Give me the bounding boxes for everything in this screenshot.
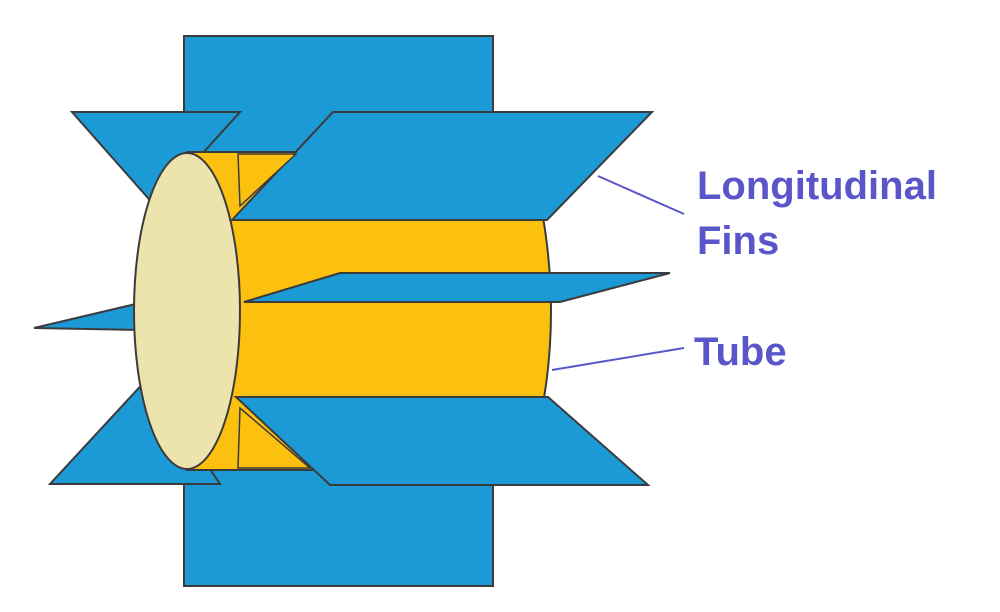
tube-end: [133, 152, 241, 470]
fin-middle-left-back: [33, 301, 141, 332]
label-tube: Tube: [694, 330, 787, 374]
leader-line-tube: [551, 347, 685, 371]
leader-line-fins: [597, 175, 685, 215]
tube-wedge-lower: [237, 406, 313, 469]
fin-bottom-vertical: [183, 469, 494, 587]
fin-lower-right: [233, 396, 651, 486]
label-fins: Fins: [697, 219, 780, 263]
tube-wedge-upper: [237, 153, 298, 208]
fin-upper-right: [229, 111, 655, 221]
label-longitudinal: Longitudinal: [697, 164, 937, 208]
fin-middle-right: [243, 272, 671, 303]
